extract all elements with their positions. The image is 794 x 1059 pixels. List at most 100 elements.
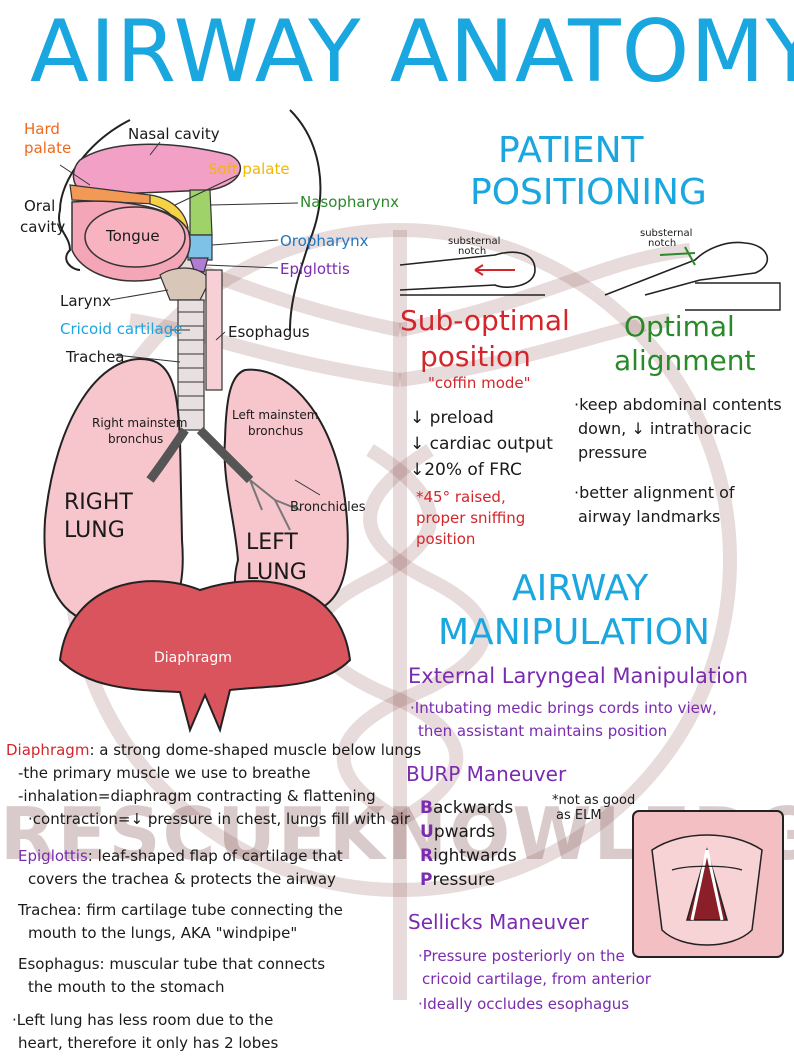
def-trachea-2: mouth to the lungs, AKA "windpipe" xyxy=(28,924,298,942)
label-epiglottis: Epiglottis xyxy=(280,260,350,278)
optimal-item2-line1: ·better alignment of xyxy=(574,483,735,502)
raised-note-2: proper sniffing xyxy=(416,509,526,527)
epiglottis-shape xyxy=(189,257,209,273)
burp-upwards: Upwards xyxy=(420,822,495,842)
suboptimal-heading-1: Sub-optimal xyxy=(400,304,570,337)
burp-letter-b: B xyxy=(420,798,433,818)
sub-item-cardiac-output: ↓ cardiac output xyxy=(410,434,553,454)
def-esophagus-text: : muscular tube that connects xyxy=(99,955,326,973)
label-left-mainstem-2: bronchus xyxy=(248,424,304,438)
label-left-lung-1: LEFT xyxy=(246,530,298,555)
raised-note-1: *45° raised, xyxy=(416,488,506,506)
esophagus-shape xyxy=(205,269,223,391)
sellick-line-1: ·Pressure posteriorly on the xyxy=(418,947,625,965)
burp-letter-r: R xyxy=(420,846,434,866)
nasal-cavity-shape xyxy=(72,143,242,196)
elm-desc-1: ·Intubating medic brings cords into view… xyxy=(410,699,717,717)
burp-note-1: *not as good xyxy=(552,793,636,808)
def-diaphragm-4: ·contraction=↓ pressure in chest, lungs … xyxy=(28,810,410,828)
def-trachea-term: Trachea xyxy=(18,901,77,919)
def-trachea-text: : firm cartilage tube connecting the xyxy=(76,901,343,919)
burp-note-2: as ELM xyxy=(556,808,602,823)
burp-letter-u: U xyxy=(420,822,434,842)
coffin-mode-label: "coffin mode" xyxy=(428,374,531,392)
def-esophagus: Esophagus: muscular tube that connects xyxy=(18,954,325,975)
def-diaphragm-3: -inhalation=diaphragm contracting & flat… xyxy=(18,787,376,805)
optimal-item2-line2: airway landmarks xyxy=(578,507,721,526)
elm-desc-2: then assistant maintains position xyxy=(418,722,668,740)
airway-anatomy-illustration xyxy=(43,109,352,734)
def-epiglottis: Epiglottis: leaf-shaped flap of cartilag… xyxy=(18,846,343,867)
label-oropharynx: Oropharynx xyxy=(280,232,369,250)
label-diaphragm: Diaphragm xyxy=(154,650,232,666)
def-diaphragm-2: -the primary muscle we use to breathe xyxy=(18,764,311,782)
burp-rightwards: Rightwards xyxy=(420,846,517,866)
notch-label-right-1: substernal xyxy=(640,228,693,239)
diaphragm-shape xyxy=(58,580,352,734)
label-right-mainstem-1: Right mainstem xyxy=(92,416,188,430)
optimal-heading-2: alignment xyxy=(614,344,756,377)
def-diaphragm-text: : a strong dome-shaped muscle below lung… xyxy=(89,741,422,759)
label-tongue: Tongue xyxy=(106,227,160,245)
def-diaphragm: Diaphragm: a strong dome-shaped muscle b… xyxy=(6,740,421,761)
sellick-line-3: ·Ideally occludes esophagus xyxy=(418,995,630,1013)
burp-rest-b: ackwards xyxy=(432,798,514,818)
optimal-heading-1: Optimal xyxy=(624,310,735,343)
raised-note-3: position xyxy=(416,530,476,548)
page-title: AIRWAY ANATOMY xyxy=(30,2,794,102)
label-right-lung-1: RIGHT xyxy=(64,490,133,515)
def-epiglottis-term: Epiglottis xyxy=(18,847,88,865)
def-lobes-2: heart, therefore it only has 2 lobes xyxy=(18,1034,279,1052)
positioning-sketches xyxy=(399,241,781,311)
def-diaphragm-term: Diaphragm xyxy=(6,741,90,759)
burp-pressure: Pressure xyxy=(420,870,495,890)
label-right-lung-2: LUNG xyxy=(64,518,125,543)
sub-item-frc: ↓20% of FRC xyxy=(410,460,522,480)
label-bronchioles: Bronchioles xyxy=(290,500,366,515)
manipulation-heading-1: AIRWAY xyxy=(512,568,649,609)
notch-label-left-1: substernal xyxy=(448,236,501,247)
vocal-cords-illustration xyxy=(632,810,784,958)
label-esophagus: Esophagus xyxy=(228,323,310,341)
notch-label-left-2: notch xyxy=(458,246,487,257)
label-trachea: Trachea xyxy=(66,348,125,366)
positioning-heading-2: POSITIONING xyxy=(470,172,707,213)
burp-rest-u: pwards xyxy=(433,822,496,842)
label-cricoid-cartilage: Cricoid cartilage xyxy=(60,320,183,338)
burp-rest-r: ightwards xyxy=(433,846,517,866)
sellick-title: Sellicks Maneuver xyxy=(408,910,589,934)
def-epiglottis-text: : leaf-shaped flap of cartilage that xyxy=(87,847,343,865)
burp-backwards: Backwards xyxy=(420,798,513,818)
label-hard-palate-2: palate xyxy=(24,139,72,157)
oropharynx-shape xyxy=(187,234,213,261)
label-oral-cavity-2: cavity xyxy=(20,218,66,236)
label-right-mainstem-2: bronchus xyxy=(108,432,164,446)
def-esophagus-2: the mouth to the stomach xyxy=(28,978,225,996)
sub-item-preload: ↓ preload xyxy=(410,408,494,428)
elm-title: External Laryngeal Manipulation xyxy=(408,664,749,688)
bronchi-shape xyxy=(146,426,254,484)
optimal-item1-line2: down, ↓ intrathoracic xyxy=(578,419,752,438)
trachea-shape xyxy=(177,299,205,431)
def-trachea: Trachea: firm cartilage tube connecting … xyxy=(18,900,343,921)
label-larynx: Larynx xyxy=(60,292,111,310)
optimal-item1-line3: pressure xyxy=(578,443,648,462)
notch-label-right-2: notch xyxy=(648,238,677,249)
label-left-lung-2: LUNG xyxy=(246,560,307,585)
burp-rest-p: ressure xyxy=(432,870,496,890)
burp-letter-p: P xyxy=(420,870,433,890)
def-esophagus-term: Esophagus xyxy=(18,955,100,973)
label-oral-cavity-1: Oral xyxy=(24,197,56,215)
def-epiglottis-2: covers the trachea & protects the airway xyxy=(28,870,336,888)
manipulation-heading-2: MANIPULATION xyxy=(438,612,710,653)
larynx-shape xyxy=(159,267,211,301)
positioning-heading-1: PATIENT xyxy=(498,130,644,171)
suboptimal-heading-2: position xyxy=(420,340,531,373)
optimal-item1-line1: ·keep abdominal contents xyxy=(574,395,782,414)
def-lobes-1: ·Left lung has less room due to the xyxy=(12,1011,274,1029)
label-soft-palate: Soft palate xyxy=(208,160,290,178)
tongue-shape xyxy=(84,206,186,268)
burp-title: BURP Maneuver xyxy=(406,762,567,786)
sellick-line-2: cricoid cartilage, from anterior xyxy=(422,970,651,988)
label-nasopharynx: Nasopharynx xyxy=(300,193,400,211)
